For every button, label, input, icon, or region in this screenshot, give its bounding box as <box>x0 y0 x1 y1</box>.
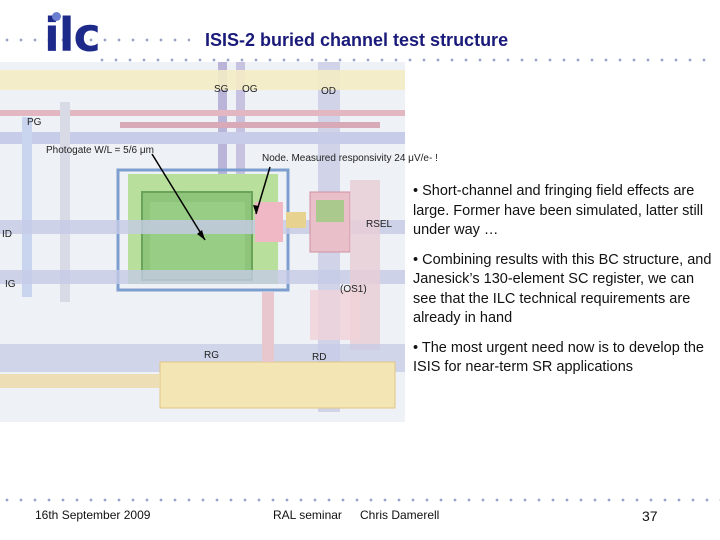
bullet-item: • The most urgent need now is to develop… <box>413 339 704 376</box>
label-od: OD <box>321 86 336 97</box>
footer-author: Chris Damerell <box>360 508 440 522</box>
pg-band <box>0 132 405 144</box>
label-rsel: RSEL <box>366 219 393 230</box>
label-os1: (OS1) <box>340 284 367 295</box>
ig-band <box>0 270 405 284</box>
label-rd: RD <box>312 352 327 363</box>
page-number: 37 <box>642 508 658 524</box>
footer-event: RAL seminar <box>273 508 342 522</box>
bullet-item: • Short-channel and fringing field effec… <box>413 183 704 238</box>
label-rg: RG <box>204 350 219 361</box>
label-pg: PG <box>27 117 42 128</box>
label-ig: IG <box>5 279 16 290</box>
photogate-arrow <box>151 153 206 241</box>
label-og: OG <box>242 84 258 95</box>
footer-date: 16th September 2009 <box>35 508 151 522</box>
slide-title: ISIS-2 buried channel test structure <box>205 30 509 50</box>
label-id: ID <box>2 229 12 240</box>
ilc-logo: ilc <box>44 8 101 62</box>
bullet-item: • Combining results with this BC structu… <box>413 251 712 327</box>
header-dotted-rule <box>95 58 715 62</box>
label-node: Node. Measured responsivity 24 μV/e- ! <box>262 153 438 164</box>
footer-dotted-rule <box>0 498 720 502</box>
top-dotted-rule <box>0 38 190 42</box>
label-sg: SG <box>214 84 229 95</box>
bullet-list: • Short-channel and fringing field effec… <box>413 182 713 388</box>
chip-layout-diagram <box>0 62 405 422</box>
label-photogate: Photogate W/L = 5/6 μm <box>46 145 154 156</box>
